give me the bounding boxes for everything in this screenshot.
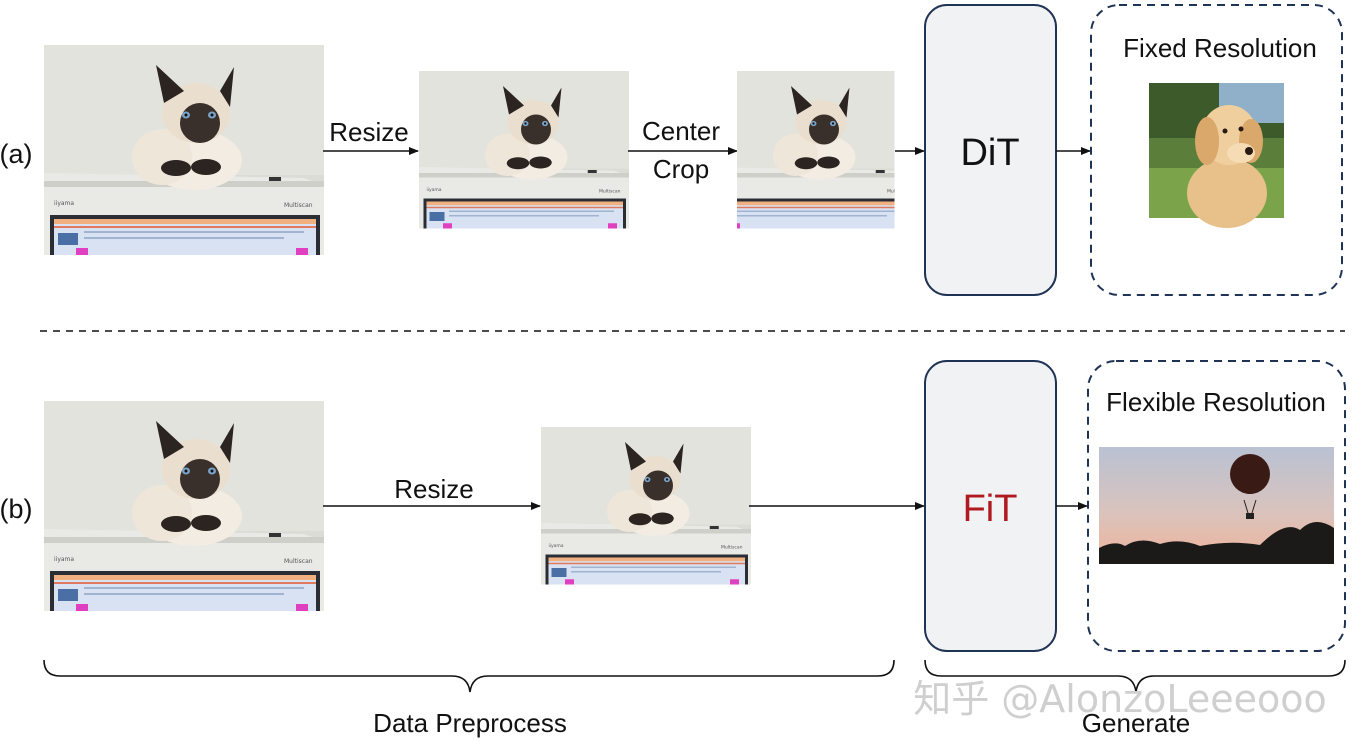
dit-model-label: DiT bbox=[960, 132, 1019, 174]
data-preprocess-label: Data Preprocess bbox=[373, 708, 567, 738]
fit-model-label: FiT bbox=[963, 488, 1018, 530]
generated-balloon-image bbox=[1099, 447, 1334, 564]
flexible-resolution-title: Flexible Resolution bbox=[1106, 387, 1326, 417]
flexible-resolution-output-box bbox=[1087, 360, 1346, 652]
row-b-resized-image bbox=[541, 427, 751, 585]
generate-label: Generate bbox=[1082, 708, 1190, 738]
fixed-resolution-output-box bbox=[1090, 4, 1343, 296]
row-b-label: (b) bbox=[0, 494, 33, 524]
row-b-resize-label: Resize bbox=[394, 474, 473, 504]
row-a-resized-image bbox=[419, 71, 629, 229]
row-a-input-image bbox=[44, 45, 324, 255]
row-a-cropped-image bbox=[737, 71, 895, 229]
data-preprocess-brace bbox=[43, 659, 895, 693]
row-a-crop-label-line2: Crop bbox=[653, 154, 709, 184]
dit-model-box bbox=[924, 4, 1057, 296]
row-a-resize-label: Resize bbox=[329, 117, 408, 147]
row-a-crop-label-line1: Center bbox=[642, 116, 720, 146]
watermark-text: 知乎 @AlonzoLeeeooo bbox=[913, 677, 1327, 721]
fixed-resolution-title: Fixed Resolution bbox=[1123, 33, 1317, 63]
generated-dog-image bbox=[1149, 83, 1284, 228]
row-a-label: (a) bbox=[0, 139, 33, 169]
row-b-input-image bbox=[44, 401, 324, 611]
generate-brace bbox=[924, 659, 1346, 693]
